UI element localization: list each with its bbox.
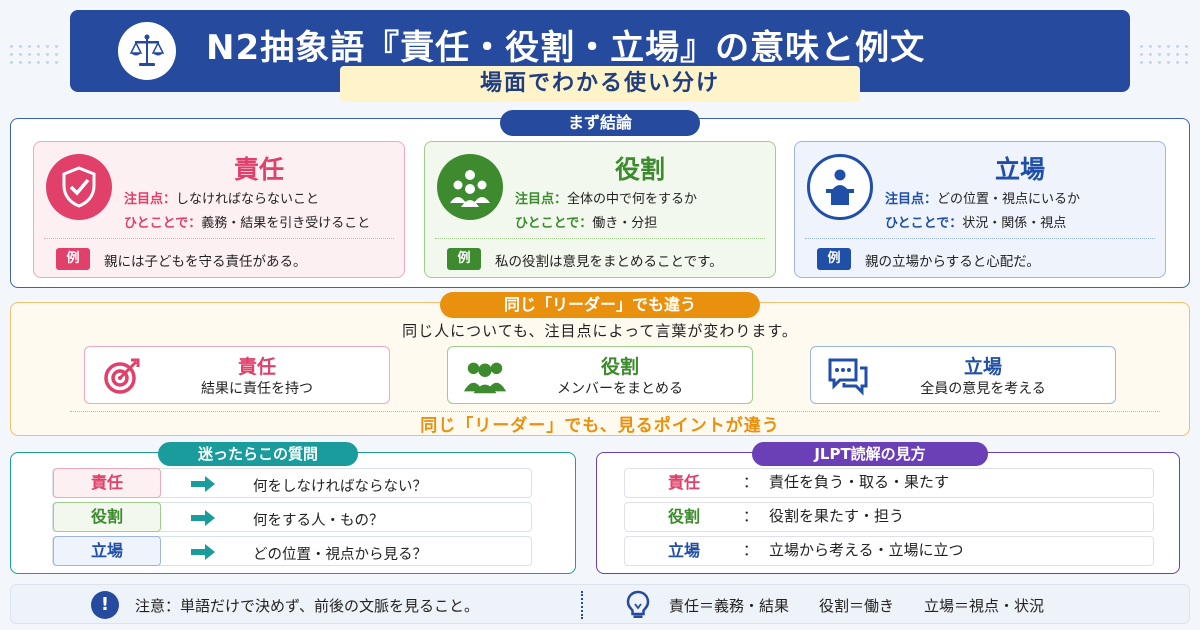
questions-heading: 迷ったらこの質問 xyxy=(158,442,358,466)
arrow-right-icon xyxy=(191,510,215,526)
short-text: 義務・結果を引き受けること xyxy=(201,216,371,231)
exclamation-icon: ! xyxy=(91,591,119,619)
leader-desc: 全員の意見を考える xyxy=(920,381,1046,397)
card-term: 責任 xyxy=(233,155,284,184)
jlpt-term: 役割 xyxy=(667,507,700,526)
card-short: ひとことで：状況・関係・視点 xyxy=(885,212,1066,231)
jlpt-term: 立場 xyxy=(667,541,700,560)
example-text: 私の役割は意見をまとめることです。 xyxy=(495,254,723,270)
card-term: 役割 xyxy=(614,155,665,184)
leader-desc: 結果に責任を持つ xyxy=(201,381,313,397)
jlpt-row-tachiba: 立場 ： 立場から考える・立場に立つ xyxy=(624,536,1154,566)
jlpt-text: 責任を負う・取る・果たす xyxy=(769,473,950,491)
speech-bubbles-icon xyxy=(825,353,871,399)
card-sekinin: 責任 注目点：しなければならないこと ひとことで：義務・結果を引き受けること 例… xyxy=(33,141,405,278)
example-tag: 例 xyxy=(447,248,481,270)
group-icon xyxy=(462,353,508,399)
divider xyxy=(435,238,765,239)
example-tag: 例 xyxy=(817,248,851,270)
jlpt-row-sekinin: 責任 ： 責任を負う・取る・果たす xyxy=(624,468,1154,498)
lightbulb-icon xyxy=(623,589,653,625)
focus-label: 注目点： xyxy=(885,192,938,207)
leader-term: 責任 xyxy=(237,356,276,378)
shield-check-icon xyxy=(46,154,112,220)
leader-dotted-divider xyxy=(70,411,1160,412)
card-tachiba: 立場 注目点：どの位置・視点にいるか ひとことで：状況・関係・視点 例 親の立場… xyxy=(794,141,1166,278)
leader-footer: 同じ「リーダー」でも、見るポイントが違う xyxy=(420,416,780,436)
divider xyxy=(44,238,394,239)
question-term: 役割 xyxy=(53,501,161,532)
page-title: N2抽象語『責任・役割・立場』の意味と例文 xyxy=(206,27,926,68)
conclusion-heading: まず結論 xyxy=(500,110,700,136)
page-subtitle: 場面でわかる使い分け xyxy=(340,66,860,102)
podium-icon xyxy=(807,154,873,220)
scales-icon xyxy=(118,22,176,80)
card-yakuwari: 役割 注目点：全体の中で何をするか ひとことで：働き・分担 例 私の役割は意見を… xyxy=(424,141,776,278)
card-focus: 注目点：どの位置・視点にいるか xyxy=(885,188,1080,207)
short-label: ひとことで： xyxy=(885,216,963,231)
focus-text: どの位置・視点にいるか xyxy=(937,192,1081,207)
footer-divider xyxy=(581,591,583,619)
card-short: ひとことで：義務・結果を引き受けること xyxy=(124,212,370,231)
jlpt-colon: ： xyxy=(743,541,759,559)
divider xyxy=(805,238,1155,239)
question-row-tachiba: 立場 どの位置・視点から見る？ xyxy=(52,535,532,566)
example-text: 親には子どもを守る責任がある。 xyxy=(104,254,307,270)
short-label: ひとことで： xyxy=(515,216,593,231)
short-text: 状況・関係・視点 xyxy=(962,216,1067,231)
question-term: 立場 xyxy=(53,535,161,566)
leader-term: 立場 xyxy=(963,356,1002,378)
footer-bar: ! 注意：単語だけで決めず、前後の文脈を見ること。 責任＝義務・結果 役割＝働き… xyxy=(10,584,1190,624)
jlpt-heading: JLPT読解の見方 xyxy=(752,442,988,466)
leader-desc: メンバーをまとめる xyxy=(557,381,683,397)
jlpt-text: 立場から考える・立場に立つ xyxy=(769,541,964,559)
decorative-dots-right xyxy=(1140,45,1189,64)
decorative-dots-left xyxy=(10,45,59,64)
focus-text: しなければならないこと xyxy=(176,192,320,207)
question-term: 責任 xyxy=(53,467,161,498)
focus-label: 注目点： xyxy=(124,192,177,207)
question-row-sekinin: 責任 何をしなければならない？ xyxy=(52,467,532,498)
jlpt-row-yakuwari: 役割 ： 役割を果たす・担う xyxy=(624,502,1154,532)
example-tag: 例 xyxy=(56,248,90,270)
focus-text: 全体の中で何をするか xyxy=(567,192,698,207)
jlpt-colon: ： xyxy=(743,507,759,525)
short-text: 働き・分担 xyxy=(592,216,658,231)
leader-card-sekinin: 責任 結果に責任を持つ xyxy=(84,346,390,404)
question-row-yakuwari: 役割 何をする人・もの？ xyxy=(52,501,532,532)
leader-intro: 同じ人についても、注目点によって言葉が変わります。 xyxy=(402,322,798,340)
leader-card-tachiba: 立場 全員の意見を考える xyxy=(810,346,1116,404)
card-short: ひとことで：働き・分担 xyxy=(515,212,657,231)
target-icon xyxy=(99,353,145,399)
card-focus: 注目点：しなければならないこと xyxy=(124,188,319,207)
card-focus: 注目点：全体の中で何をするか xyxy=(515,188,697,207)
team-icon xyxy=(437,154,503,220)
footer-summary: 責任＝義務・結果 役割＝働き 立場＝視点・状況 xyxy=(669,597,1045,615)
card-term: 立場 xyxy=(994,155,1045,184)
example-text: 親の立場からすると心配だ。 xyxy=(865,254,1040,270)
jlpt-colon: ： xyxy=(743,473,759,491)
leader-heading: 同じ「リーダー」でも違う xyxy=(440,292,760,318)
arrow-right-icon xyxy=(191,544,215,560)
short-label: ひとことで： xyxy=(124,216,202,231)
question-text: 何をしなければならない？ xyxy=(253,479,427,495)
leader-term: 役割 xyxy=(600,356,639,378)
footer-note: 注意：単語だけで決めず、前後の文脈を見ること。 xyxy=(135,597,479,615)
focus-label: 注目点： xyxy=(515,192,568,207)
leader-card-yakuwari: 役割 メンバーをまとめる xyxy=(447,346,753,404)
jlpt-text: 役割を果たす・担う xyxy=(769,507,905,525)
jlpt-term: 責任 xyxy=(667,473,700,492)
question-text: 何をする人・もの？ xyxy=(253,513,384,529)
question-text: どの位置・視点から見る？ xyxy=(253,547,427,563)
arrow-right-icon xyxy=(191,476,215,492)
